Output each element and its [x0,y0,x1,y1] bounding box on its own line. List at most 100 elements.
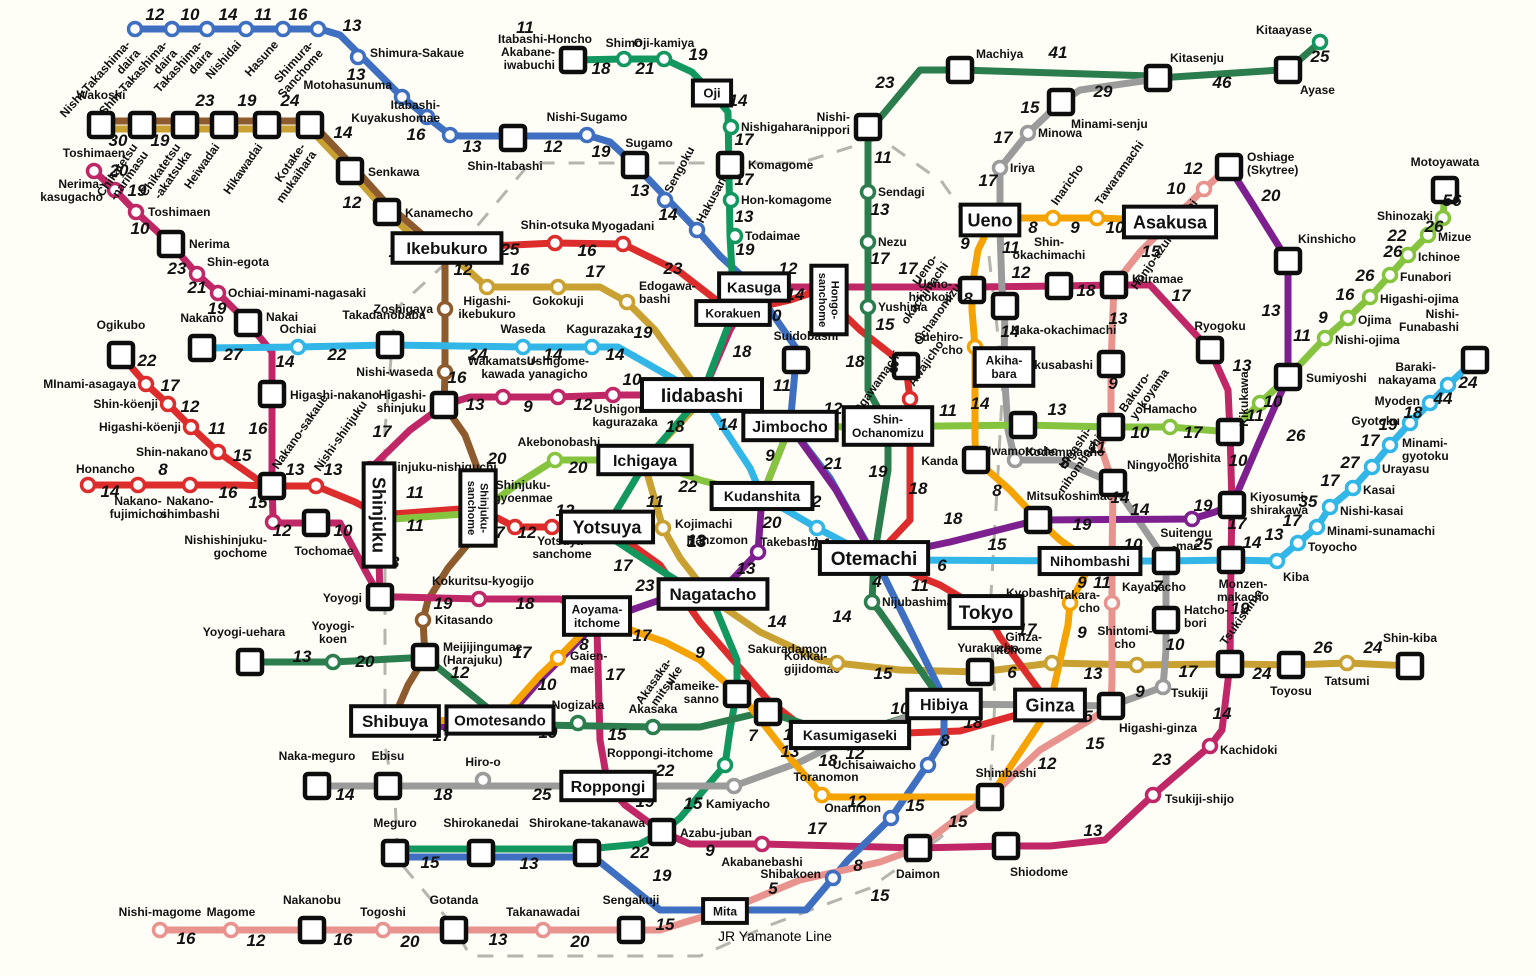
plate-box[interactable] [444,704,556,736]
station-toranomon[interactable]: Toranomon [793,770,859,804]
station-dot-marker[interactable] [198,20,216,38]
station-higashi-ginza[interactable]: Higashi-ginza [1096,691,1197,735]
plate-box[interactable] [656,577,770,611]
station-dot-marker[interactable] [808,519,826,537]
plate-box[interactable] [972,346,1036,388]
station-yoyogi-uehara[interactable]: Yoyogi-uehara [203,625,286,677]
station-dot-marker[interactable] [1019,124,1037,142]
station-plate-omotesando[interactable]: Omotesando [444,704,556,736]
interchange-box-marker[interactable] [106,340,136,370]
station-dot-marker[interactable] [264,513,282,531]
station-dot-marker[interactable] [1311,33,1329,51]
station-tatsumi[interactable]: Tatsumi [1324,654,1370,689]
station-dot-marker[interactable] [688,221,706,239]
station-shibakoen[interactable]: Shibakoen [760,867,842,887]
station-dot-marker[interactable] [1144,786,1162,804]
station-plate-shinjuku-sanchome[interactable]: Shinjuku-sanchome [458,468,498,548]
station-dot-marker[interactable] [604,386,622,404]
station-ochiai-minami-nagasaki[interactable]: Ochiai-minami-nagasaki [209,284,367,302]
station-dot-marker[interactable] [618,293,636,311]
station-dot-marker[interactable] [436,363,454,381]
station-kitasenju[interactable]: Kitasenju [1143,51,1224,93]
station-iriya[interactable]: Iriya [991,159,1036,177]
station-dot-marker[interactable] [824,869,842,887]
station-dot-marker[interactable] [324,653,342,671]
station-mizue[interactable]: Mizue [1419,226,1472,245]
station-shin-itabashi[interactable]: Shin-Itabashi [467,123,543,173]
station-plate-tokyo[interactable]: Tokyo [947,594,1025,630]
station-kuramae[interactable]: Kuramae [1099,270,1184,300]
plate-box[interactable] [558,509,656,545]
station-dot-marker[interactable] [549,278,567,296]
station-dot-marker[interactable] [1439,376,1457,394]
station-takebashi[interactable]: Takebashi [760,519,826,550]
interchange-box-marker[interactable] [961,445,991,475]
station-dot-marker[interactable] [1195,180,1213,198]
interchange-box-marker[interactable] [498,123,528,153]
station-myogadani[interactable]: Myogadani [592,219,655,253]
station-shin-k-enji[interactable]: Shin-köenji [93,395,177,413]
station-nishi-sugamo[interactable]: Nishi-Sugamo [547,110,628,144]
station-ogikubo[interactable]: Ogikubo [97,318,146,370]
station-dot-marker[interactable] [79,476,97,494]
interchange-box-marker[interactable] [1023,505,1053,535]
plate-box[interactable] [390,231,504,265]
station-dot-marker[interactable] [1421,394,1439,412]
interchange-box-marker[interactable] [991,831,1021,861]
station-dot-marker[interactable] [349,48,367,66]
station-nishishinjuku-gochome[interactable]: Nishishinjuku-gochome [184,513,282,561]
plate-box[interactable] [841,405,935,447]
station-dot-marker[interactable] [1363,458,1381,476]
station-kayabacho[interactable]: Kayabacho [1122,546,1186,594]
interchange-box-marker[interactable] [235,647,265,677]
station-shinozaki[interactable]: Shinozaki [1377,209,1452,227]
station-plate-akiha-bara[interactable]: Akiha-bara [972,346,1036,388]
interchange-box-marker[interactable] [335,156,365,186]
plate-box[interactable] [701,897,749,925]
station-machiya[interactable]: Machiya [945,47,1024,85]
plate-box[interactable] [596,443,694,477]
interchange-box-marker[interactable] [1098,468,1128,498]
station-tsukiji[interactable]: Tsukiji [1154,678,1209,701]
interchange-box-marker[interactable] [1430,175,1460,205]
interchange-box-marker[interactable] [620,150,650,180]
station-dot-marker[interactable] [151,921,169,939]
interchange-box-marker[interactable] [233,308,263,338]
station-dot-marker[interactable] [919,756,937,774]
station-dot-marker[interactable] [1339,309,1357,327]
station-plate-shibuya[interactable]: Shibuya [349,704,441,738]
station-dot-marker[interactable] [716,756,734,774]
station-dot-marker[interactable] [436,300,454,318]
station-plate-kudanshita[interactable]: Kudanshita [709,480,815,512]
station-funabori[interactable]: Funabori [1381,266,1452,285]
station-oji-kamiya[interactable]: Oji-kamiya [634,36,695,68]
station-nishigahara[interactable]: Nishigahara [722,118,811,136]
station-itabashi-honcho[interactable]: Itabashi-Honcho [418,32,593,126]
station-yushima[interactable]: Yushima [859,298,928,316]
station-kokuritsu-kyogijo[interactable]: Kokuritsu-kyogijo [432,574,534,608]
interchange-box-marker[interactable] [410,642,440,672]
station-plate-oji[interactable]: Oji [690,78,734,108]
plate-box[interactable] [561,595,633,637]
station-dot-marker[interactable] [418,108,436,126]
station-dot-marker[interactable] [828,654,846,672]
station-dot-marker[interactable] [859,233,877,251]
plate-box[interactable] [905,687,983,721]
station-dot-marker[interactable] [289,338,307,356]
plate-box[interactable] [458,468,498,548]
interchange-box-marker[interactable] [903,833,933,863]
station-plate-ueno[interactable]: Ueno [958,202,1022,238]
station-dot-marker[interactable] [414,611,432,629]
station-dot-marker[interactable] [578,126,596,144]
station-kiyosumi-shirakawa[interactable]: Kiyosumi-shirakawa [1217,490,1308,520]
interchange-box-marker[interactable] [209,110,239,140]
station-minami-asagaya[interactable]: MInami-asagaya [43,375,155,393]
station-toyosu[interactable]: Toyosu [1270,650,1312,698]
station-meijijingumae-harajuku-[interactable]: Meijijingumae(Harajuku) [410,640,523,672]
station-dot-marker[interactable] [1044,209,1062,227]
station-plate-aoyama-itchome[interactable]: Aoyama-itchome [561,595,633,637]
interchange-box-marker[interactable] [156,229,186,259]
station-dot-marker[interactable] [1201,737,1219,755]
station-yoyogi-koen[interactable]: Yoyogi-koen [311,619,355,671]
station-dot-marker[interactable] [506,518,524,536]
